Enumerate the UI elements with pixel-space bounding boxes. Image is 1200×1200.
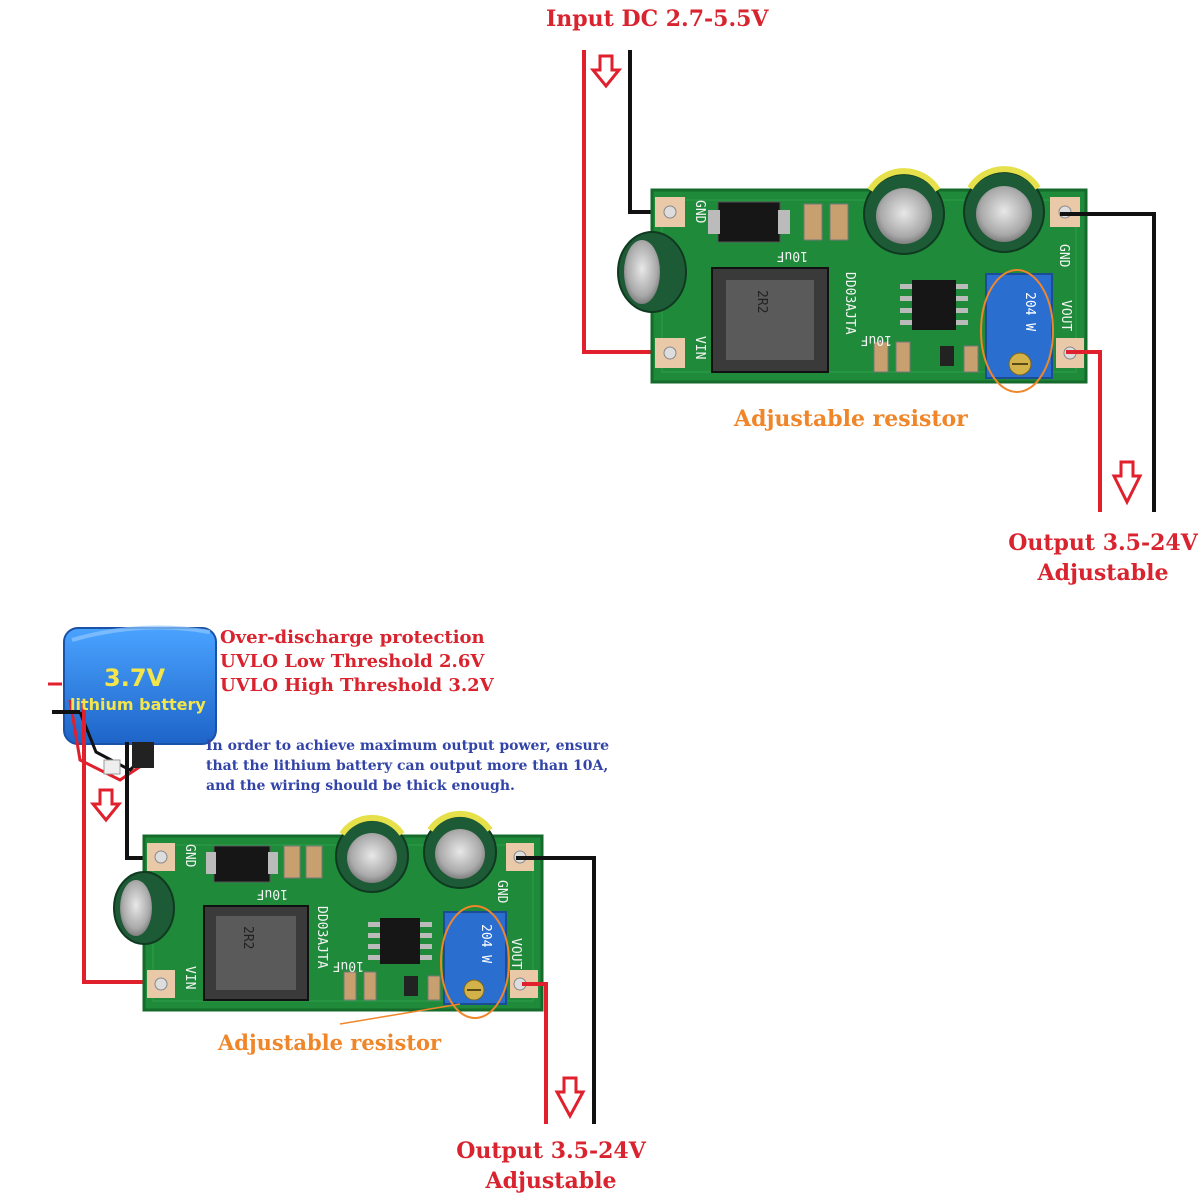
protection-line3: UVLO High Threshold 3.2V [220,675,494,696]
bottom-input-red-wire [82,700,162,984]
bottom-model-label: DD03AJTA [314,906,329,969]
top-diagram [582,50,1156,512]
bottom-pin-gnd-in-label: GND [182,844,197,868]
top-pin-gnd-out-label: GND [1056,244,1071,268]
wiring-note: In order to achieve maximum output power… [206,736,609,796]
note-line2: that the lithium battery can output more… [206,758,609,774]
bottom-pin-vin-label: VIN [182,966,197,989]
top-adjustable-resistor-highlight [980,269,1054,393]
top-input-down-arrow-icon [589,54,623,89]
bottom-cap-10uf-b-label: 10uF [333,958,364,973]
bottom-input-down-arrow-icon [89,788,123,823]
battery-red-lead [68,699,151,782]
top-output-down-arrow-icon [1111,460,1143,506]
bottom-diagram [48,625,596,1124]
bottom-output-line1: Output 3.5-24V [456,1138,646,1164]
top-pin-vout-label: VOUT [1058,300,1073,331]
bottom-adjustable-resistor-highlight [440,905,510,1019]
top-output-black-wire [1060,212,1156,512]
top-output-line2: Adjustable [1037,560,1169,586]
top-model-label: DD03AJTA [842,272,857,335]
bottom-silkscreen: GND VIN GND VOUT DD03AJTA 2R2 10uF 10uF … [182,844,523,989]
top-cap-10uf-a-label: 10uF [777,248,808,263]
protection-info: Over-discharge protection UVLO Low Thres… [220,626,494,698]
top-output-red-wire [1066,350,1102,512]
protection-line1: Over-discharge protection [220,627,485,648]
bottom-output-black-wire [516,856,596,1124]
top-input-black-wire [628,50,668,214]
top-cap-10uf-b-label: 10uF [861,332,892,347]
top-inductor-marking: 2R2 [754,290,769,313]
top-output-label: Output 3.5-24V Adjustable [1008,528,1198,588]
top-output-line1: Output 3.5-24V [1008,530,1198,556]
bottom-output-red-wire [522,982,548,1124]
bottom-pin-vout-label: VOUT [508,938,523,969]
top-pin-vin-label: VIN [692,336,707,359]
bottom-adjustable-resistor-label: Adjustable resistor [218,1030,442,1055]
battery-type-label: lithium battery [70,695,206,714]
battery-connector [132,742,154,768]
top-input-red-wire [582,50,668,354]
bottom-pot-marking: 204 W [478,924,493,963]
bottom-output-line2: Adjustable [485,1168,617,1194]
top-pin-gnd-in-label: GND [692,200,707,224]
note-line3: and the wiring should be thick enough. [206,778,515,794]
bottom-inductor-marking: 2R2 [240,926,255,949]
note-line1: In order to achieve maximum output power… [206,738,609,754]
battery-voltage-label: 3.7V [104,664,166,692]
top-silkscreen: GND VIN GND VOUT DD03AJTA 2R2 10uF 10uF … [692,200,1073,359]
top-input-label: Input DC 2.7-5.5V [546,6,769,32]
bottom-output-label: Output 3.5-24V Adjustable [456,1136,646,1196]
bottom-pin-gnd-out-label: GND [494,880,509,904]
bottom-output-down-arrow-icon [554,1076,586,1120]
top-pcb-board [617,166,1088,384]
bottom-cap-10uf-a-label: 10uF [257,886,288,901]
protection-line2: UVLO Low Threshold 2.6V [220,651,485,672]
top-pot-marking: 204 W [1022,292,1037,331]
bottom-pcb-board [113,810,544,1012]
top-adjustable-resistor-label: Adjustable resistor [734,406,968,432]
bottom-resistor-pointer [339,1003,461,1025]
lithium-battery [63,625,217,745]
